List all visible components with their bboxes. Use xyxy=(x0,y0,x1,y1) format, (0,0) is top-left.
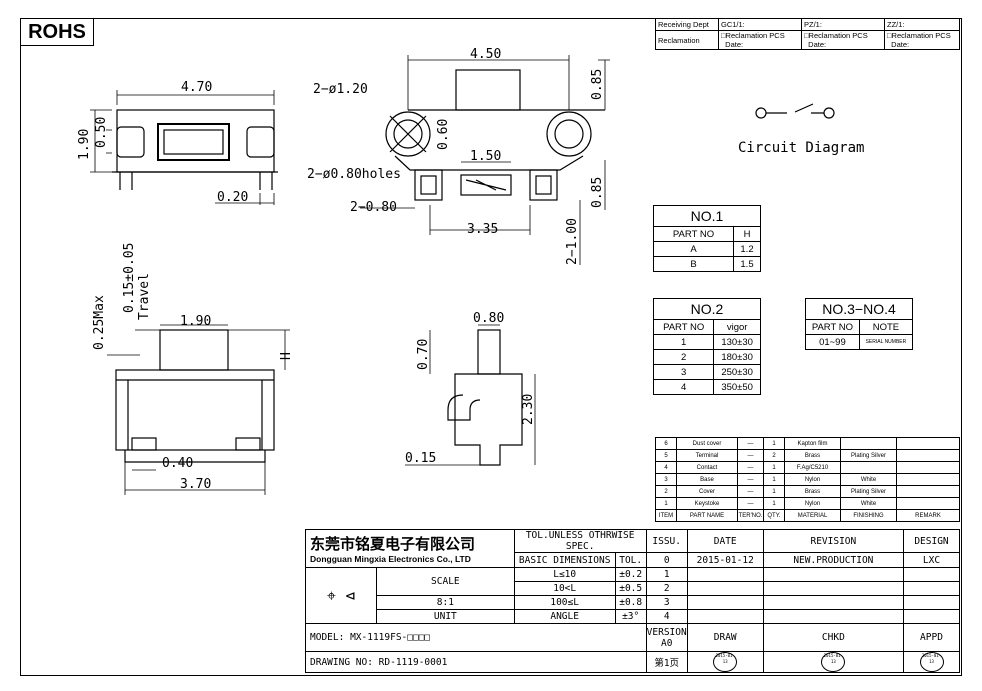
svg-text:3.35: 3.35 xyxy=(467,222,498,237)
svg-text:0.15: 0.15 xyxy=(405,451,436,466)
svg-text:0.40: 0.40 xyxy=(162,456,193,471)
circuit-diagram-label: Circuit Diagram xyxy=(738,140,865,156)
svg-text:H: H xyxy=(279,352,294,360)
svg-text:0.60: 0.60 xyxy=(436,119,451,150)
svg-text:3.70: 3.70 xyxy=(180,477,211,492)
title-block: 东莞市铭夏电子有限公司 Dongguan Mingxia Electronics… xyxy=(305,529,960,673)
svg-text:2−0.80: 2−0.80 xyxy=(350,200,397,215)
svg-text:1.50: 1.50 xyxy=(470,149,501,164)
top-view xyxy=(90,90,278,205)
svg-text:0.20: 0.20 xyxy=(217,190,248,205)
svg-text:1.90: 1.90 xyxy=(77,129,92,160)
chkd-stamp: 2015-01-13 xyxy=(821,652,846,672)
receiving-table: Receiving Dept GC1/1: PZ/1: ZZ/1: Reclam… xyxy=(655,18,960,50)
company-cn: 东莞市铭夏电子有限公司 xyxy=(310,535,476,553)
projection-symbol: ⌖ ⊲ xyxy=(305,567,377,624)
svg-text:Travel: Travel xyxy=(137,273,152,320)
circuit-symbol xyxy=(755,103,835,119)
svg-text:0.50: 0.50 xyxy=(94,117,109,148)
side-view xyxy=(405,324,536,466)
svg-text:2−ø1.20: 2−ø1.20 xyxy=(313,82,368,97)
svg-text:0.70: 0.70 xyxy=(416,339,431,370)
svg-text:2−ø0.80holes: 2−ø0.80holes xyxy=(307,167,401,182)
svg-text:0.15±0.05: 0.15±0.05 xyxy=(122,243,137,313)
draw-stamp: 2015-01-13 xyxy=(713,652,738,672)
rohs-mark: ROHS xyxy=(20,18,94,46)
svg-text:1.90: 1.90 xyxy=(180,314,211,329)
svg-text:0.85: 0.85 xyxy=(590,177,605,208)
svg-text:2−1.00: 2−1.00 xyxy=(565,218,580,265)
company-en: Dongguan Mingxia Electronics Co., LTD xyxy=(310,554,471,564)
svg-text:0.80: 0.80 xyxy=(473,311,504,326)
svg-text:2.30: 2.30 xyxy=(521,394,536,425)
svg-text:4.50: 4.50 xyxy=(470,47,501,62)
svg-text:0.25Max: 0.25Max xyxy=(92,295,107,350)
front-view xyxy=(107,324,290,495)
svg-text:0.85: 0.85 xyxy=(590,69,605,100)
appd-stamp: 2015-01-13 xyxy=(919,652,944,672)
pcb-layout-view xyxy=(360,55,610,265)
dim-4-70: 4.70 xyxy=(181,80,212,95)
drawing-frame xyxy=(20,18,962,676)
